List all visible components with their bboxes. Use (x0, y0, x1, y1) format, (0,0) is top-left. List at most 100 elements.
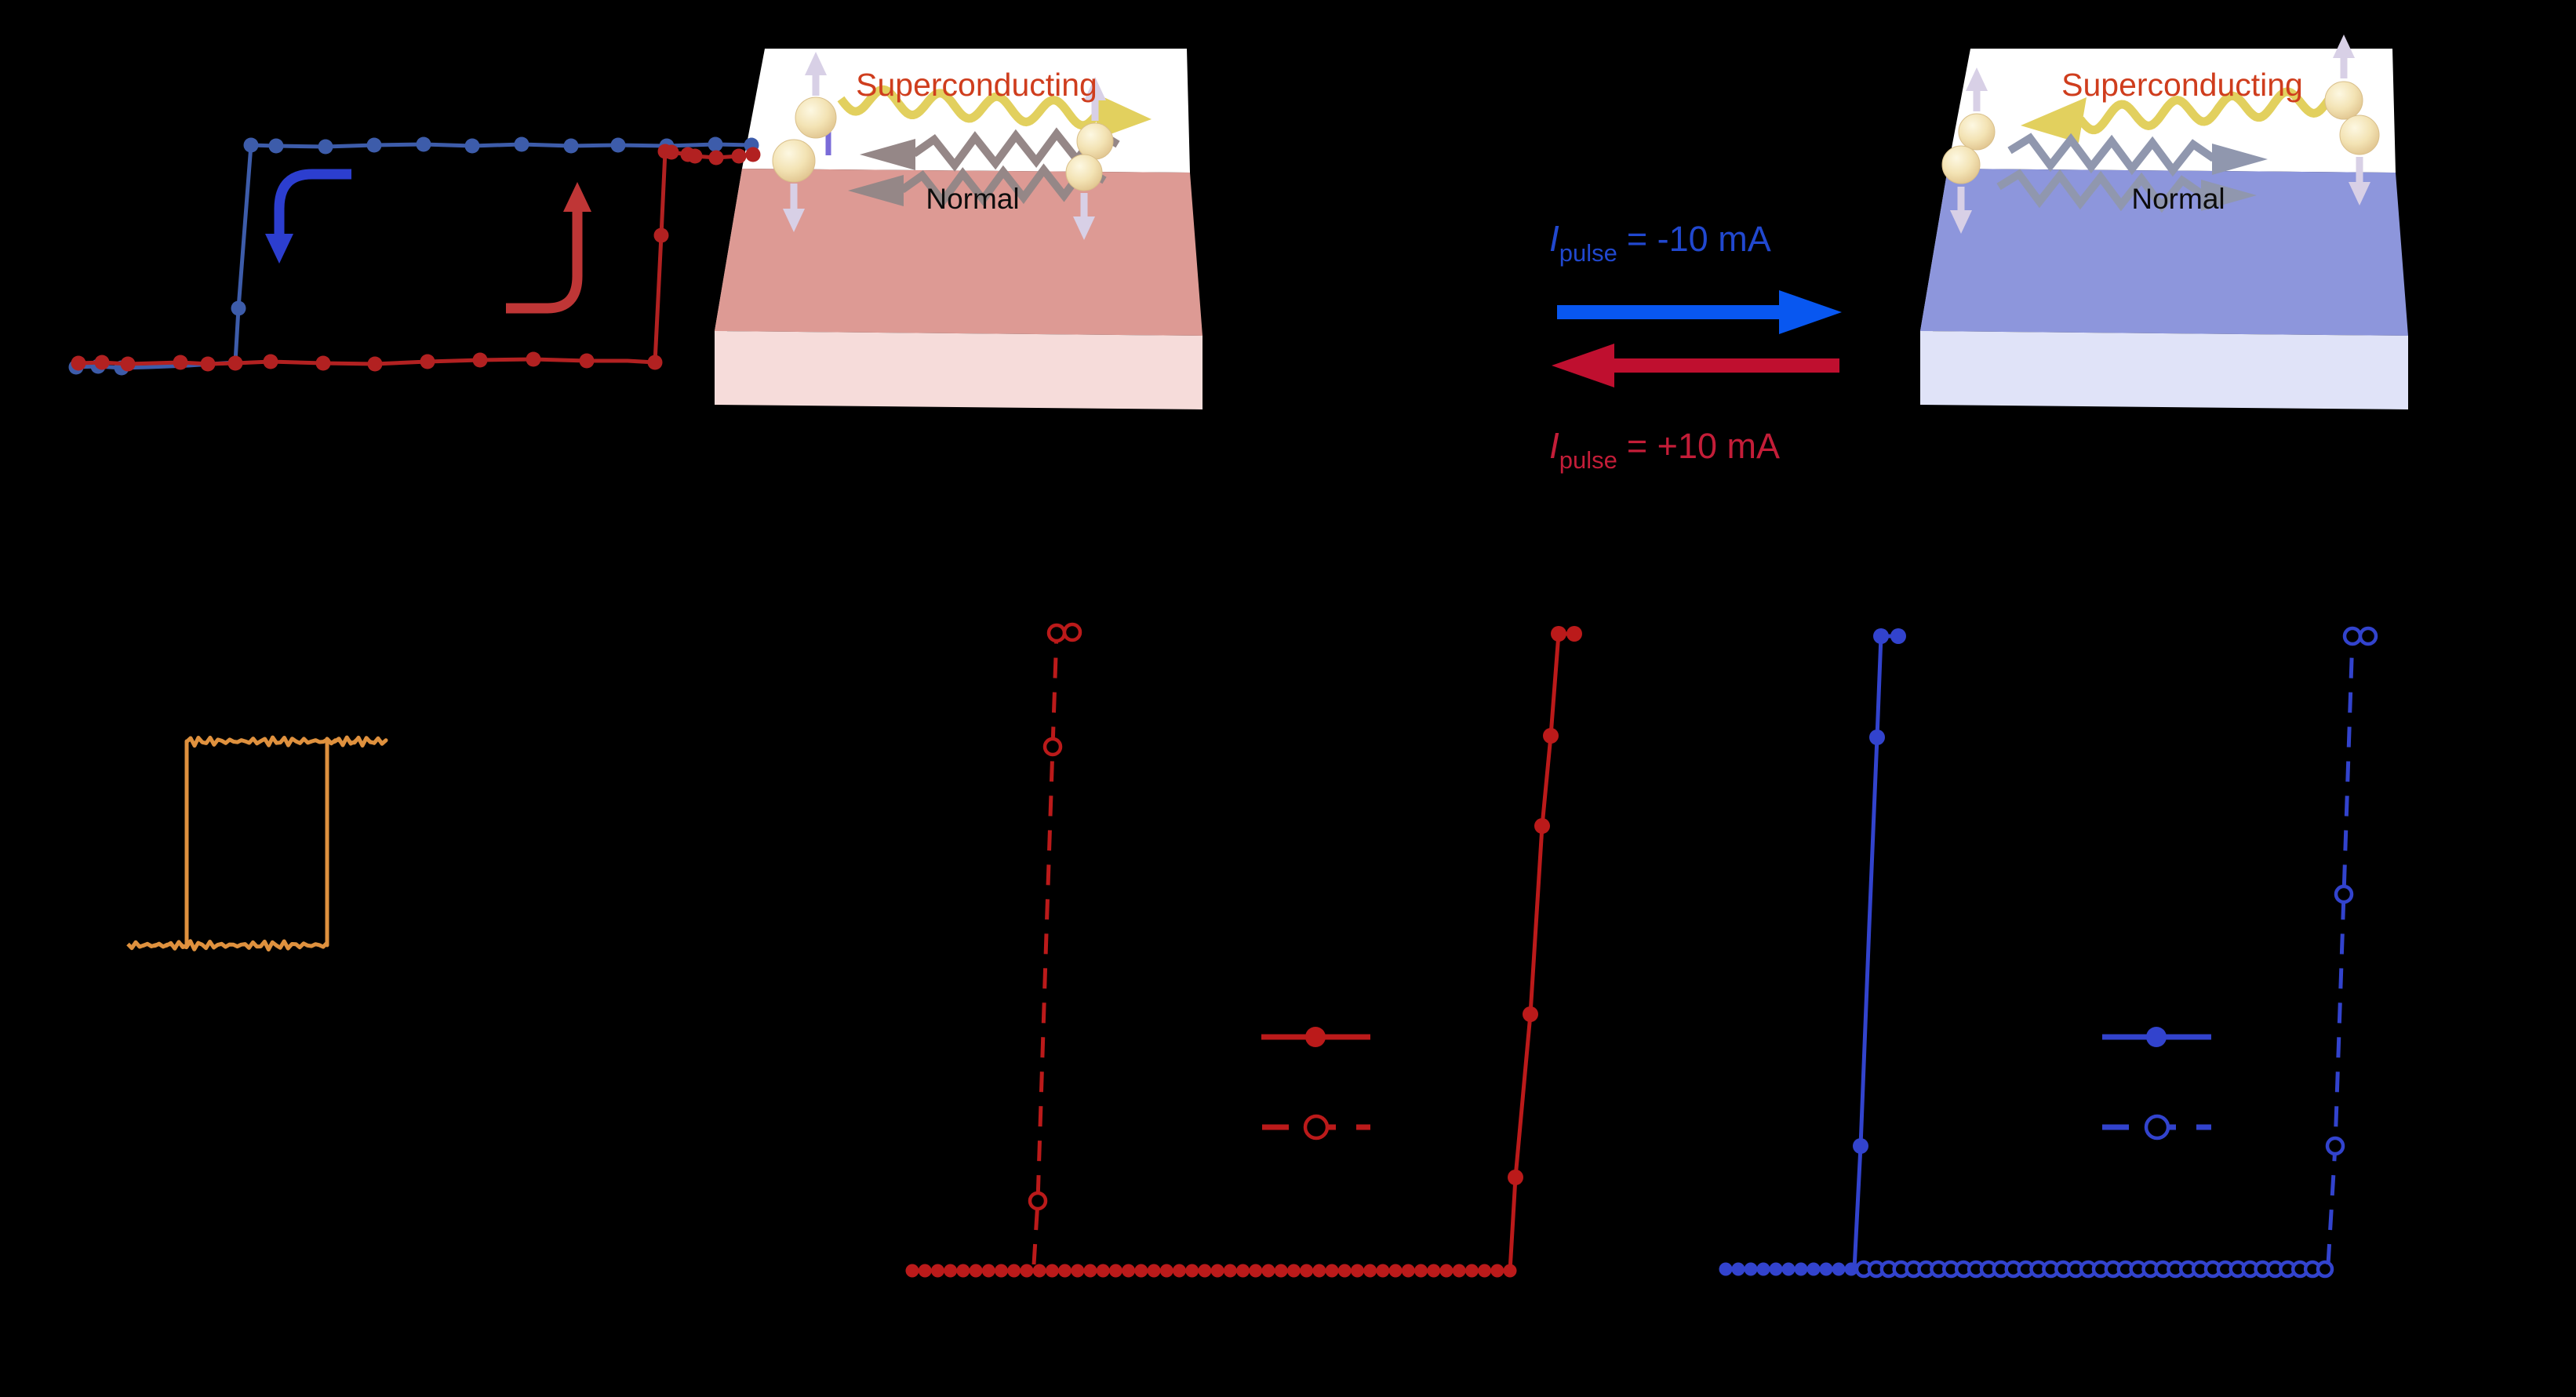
blue-solid-filled-row-dot-6 (1794, 1262, 1808, 1276)
red-solid-filled-row-dot-14 (1083, 1264, 1097, 1278)
blue-dashed-open-marker-3 (2358, 626, 2378, 646)
sweep-down-blue-marker-7 (416, 136, 431, 152)
red-solid-filled-marker-4 (1551, 626, 1566, 642)
cooper-pair-spheres (772, 35, 2380, 240)
electron-right2-down-spin-arrowhead (2349, 182, 2370, 206)
red-solid-filled-row-dot-0 (905, 1264, 919, 1278)
sweep-up-red-marker-0 (71, 355, 86, 371)
pulse-value-blue: = -10 mA (1627, 219, 1771, 259)
pulse-subscript-red: pulse (1559, 446, 1617, 474)
red-solid-filled-row-dot-18 (1134, 1264, 1148, 1278)
decorative-arrows (265, 85, 2354, 387)
red-solid-filled-row-dot-12 (1058, 1264, 1072, 1278)
sweep-up-red-marker-14 (653, 227, 669, 243)
red-solid-filled-row-dot-19 (1147, 1264, 1161, 1278)
red-solid-filled-row-dot-8 (1007, 1264, 1021, 1278)
blue-solid-filled-row-dot-5 (1781, 1262, 1796, 1276)
blue-solid-filled-row-dot-8 (1819, 1262, 1833, 1276)
red-solid-filled-row-dot-39 (1401, 1264, 1415, 1278)
red-solid-filled-row-dot-26 (1236, 1264, 1250, 1278)
superconducting-label-left: Superconducting (856, 67, 1097, 103)
blue-dashed-open-marker-1 (2334, 884, 2354, 904)
pulse-label-red: Ipulse= +10 mA (1549, 425, 1780, 474)
normal-label-left: Normal (926, 183, 1019, 215)
sweep-down-blue-marker-11 (243, 137, 259, 153)
red-solid-filled-row-dot-29 (1274, 1264, 1288, 1278)
illustration-slabs (715, 49, 2408, 409)
sweep-down-blue-marker-10 (268, 138, 284, 154)
blue-solid-filled-row-dot-0 (1719, 1262, 1733, 1276)
blue-dashed-open-legend-marker (2144, 1114, 2170, 1141)
slab-normal-right-wall-face (1948, 49, 2396, 173)
electron-right-up-spin-arrowhead (1966, 67, 1988, 91)
zigzag-arrow-lower-left (900, 162, 1107, 208)
red-solid-filled-row-dot-45 (1478, 1264, 1492, 1278)
red-solid-filled-row-dot-25 (1223, 1264, 1237, 1278)
red-solid-filled-row-dot-22 (1185, 1264, 1199, 1278)
red-solid-filled-row-dot-41 (1427, 1264, 1441, 1278)
blue-switching-plot (1719, 626, 2378, 1279)
red-solid-filled-row-dot-11 (1045, 1264, 1059, 1278)
sweep-up-red-line (78, 149, 754, 366)
red-solid-filled-row-dot-38 (1388, 1264, 1403, 1278)
orange-loop-line (126, 735, 388, 951)
sweep-down-blue-marker-4 (563, 138, 579, 154)
pulse-subscript: pulse (1559, 239, 1617, 267)
electron-right2-down (2339, 115, 2380, 155)
red-solid-filled-row-dot-6 (981, 1264, 995, 1278)
red-solid-filled-row-dot-36 (1363, 1264, 1377, 1278)
red-solid-filled-row-dot-3 (944, 1264, 958, 1278)
red-dashed-open-legend-marker (1303, 1114, 1330, 1141)
red-solid-filled-row-dot-13 (1071, 1264, 1085, 1278)
wavy-arrow-left (837, 85, 1101, 130)
red-solid-filled-row-dot-5 (969, 1264, 983, 1278)
superconducting-label-right: Superconducting (2061, 67, 2303, 103)
wavy-arrow-right (2076, 87, 2332, 135)
electron-right-down-spin-arrowhead (1950, 210, 1972, 234)
red-solid-filled-row-dot-31 (1300, 1264, 1314, 1278)
slab-normal-right-top-face (1920, 169, 2408, 336)
hysteresis-loop-top-left (68, 136, 761, 376)
red-dashed-open-marker-2 (1046, 623, 1067, 643)
blue-solid-filled-row-dot-1 (1731, 1262, 1745, 1276)
blue-solid-filled-row-dot-9 (1832, 1262, 1846, 1276)
wavy-arrow-right-head (2021, 97, 2087, 143)
red-solid-filled-row-dot-37 (1376, 1264, 1390, 1278)
pulse-symbol: I (1549, 218, 1559, 259)
orange-square-hysteresis (126, 735, 388, 951)
sweep-up-red-marker-12 (579, 353, 595, 369)
electron-right-down (1941, 145, 1981, 184)
red-solid-filled-row-dot-15 (1096, 1264, 1110, 1278)
red-dashed-open-marker-3 (1062, 622, 1082, 642)
sweep-up-red-marker-2 (120, 356, 136, 372)
blue-dashed-open-marker-2 (2342, 626, 2363, 646)
electron-left2-down (1065, 154, 1103, 191)
red-solid-filled-row-dot-24 (1210, 1264, 1224, 1278)
sweep-down-blue-marker-12 (231, 300, 246, 316)
pulse-label-blue: Ipulse = -10 mA (1549, 218, 1771, 267)
red-solid-filled-marker-3 (1543, 728, 1559, 744)
sweep-up-red-marker-9 (420, 354, 435, 369)
sweep-up-red-marker-3 (173, 355, 188, 370)
electron-right2-up (2324, 81, 2363, 120)
electron-left-up (795, 96, 837, 139)
red-solid-filled-row-dot-30 (1286, 1264, 1301, 1278)
blue-solid-filled-row-dot-3 (1756, 1262, 1770, 1276)
pulse-arrow-red-head (1552, 344, 1614, 387)
red-solid-filled-row-dot-2 (930, 1264, 944, 1278)
sweep-down-blue-line (75, 142, 752, 370)
blue-solid-filled-row-dot-7 (1806, 1262, 1821, 1276)
red-solid-filled-row-dot-34 (1337, 1264, 1352, 1278)
red-switching-plot (905, 622, 1582, 1278)
zigzag-arrow-upper-right (2007, 133, 2216, 177)
sweep-up-red-marker-11 (526, 351, 541, 367)
chart-layer (68, 136, 2378, 1279)
blue-solid-filled-marker-1 (1869, 729, 1885, 745)
red-solid-filled-row-dot-23 (1198, 1264, 1212, 1278)
red-solid-filled-row-dot-44 (1464, 1264, 1479, 1278)
red-solid-filled-marker-5 (1566, 626, 1582, 642)
red-solid-filled-row-dot-1 (918, 1264, 932, 1278)
red-solid-filled-row-dot-32 (1312, 1264, 1326, 1278)
sweep-down-blue-marker-8 (366, 137, 382, 153)
